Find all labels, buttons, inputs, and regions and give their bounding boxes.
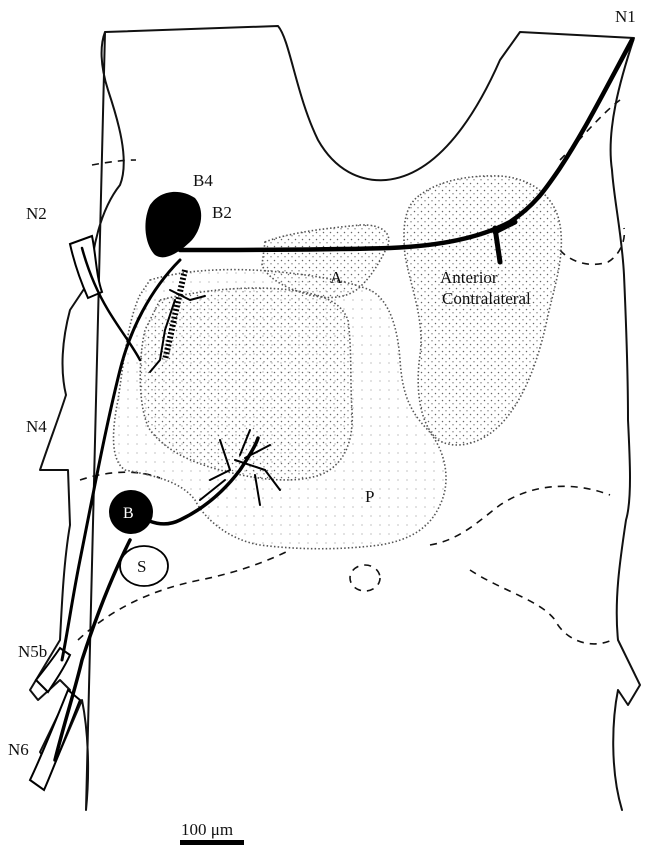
scale-bar <box>180 840 244 845</box>
dashed-boundary-lower-right <box>430 486 610 545</box>
label-n5b: N5b <box>18 642 47 661</box>
label-n4: N4 <box>26 417 47 436</box>
dashed-boundary-lower-left <box>78 550 290 640</box>
label-contralateral: Contralateral <box>442 289 531 308</box>
dashed-small-circle <box>350 565 380 591</box>
label-b2: B2 <box>212 203 232 222</box>
dashed-boundary-right-lobe <box>560 228 624 264</box>
dashed-boundary-lower-right-2 <box>470 570 612 644</box>
label-n6: N6 <box>8 740 29 759</box>
label-b4: B4 <box>193 171 213 190</box>
label-anterior: Anterior <box>440 268 498 287</box>
label-soma-b: B <box>123 505 134 522</box>
scale-bar-label: 100 μm <box>181 820 233 839</box>
label-n2: N2 <box>26 204 47 223</box>
label-region-p: P <box>365 487 374 506</box>
label-soma-s: S <box>137 557 146 576</box>
region-anterior-contralateral <box>404 176 561 445</box>
nerve-n6 <box>30 690 80 790</box>
axon-lower-loop <box>55 438 258 760</box>
dashed-boundary-upper-left <box>92 160 136 165</box>
soma-b2 <box>169 206 199 230</box>
label-n1: N1 <box>615 7 636 26</box>
label-region-a: A <box>330 268 343 287</box>
